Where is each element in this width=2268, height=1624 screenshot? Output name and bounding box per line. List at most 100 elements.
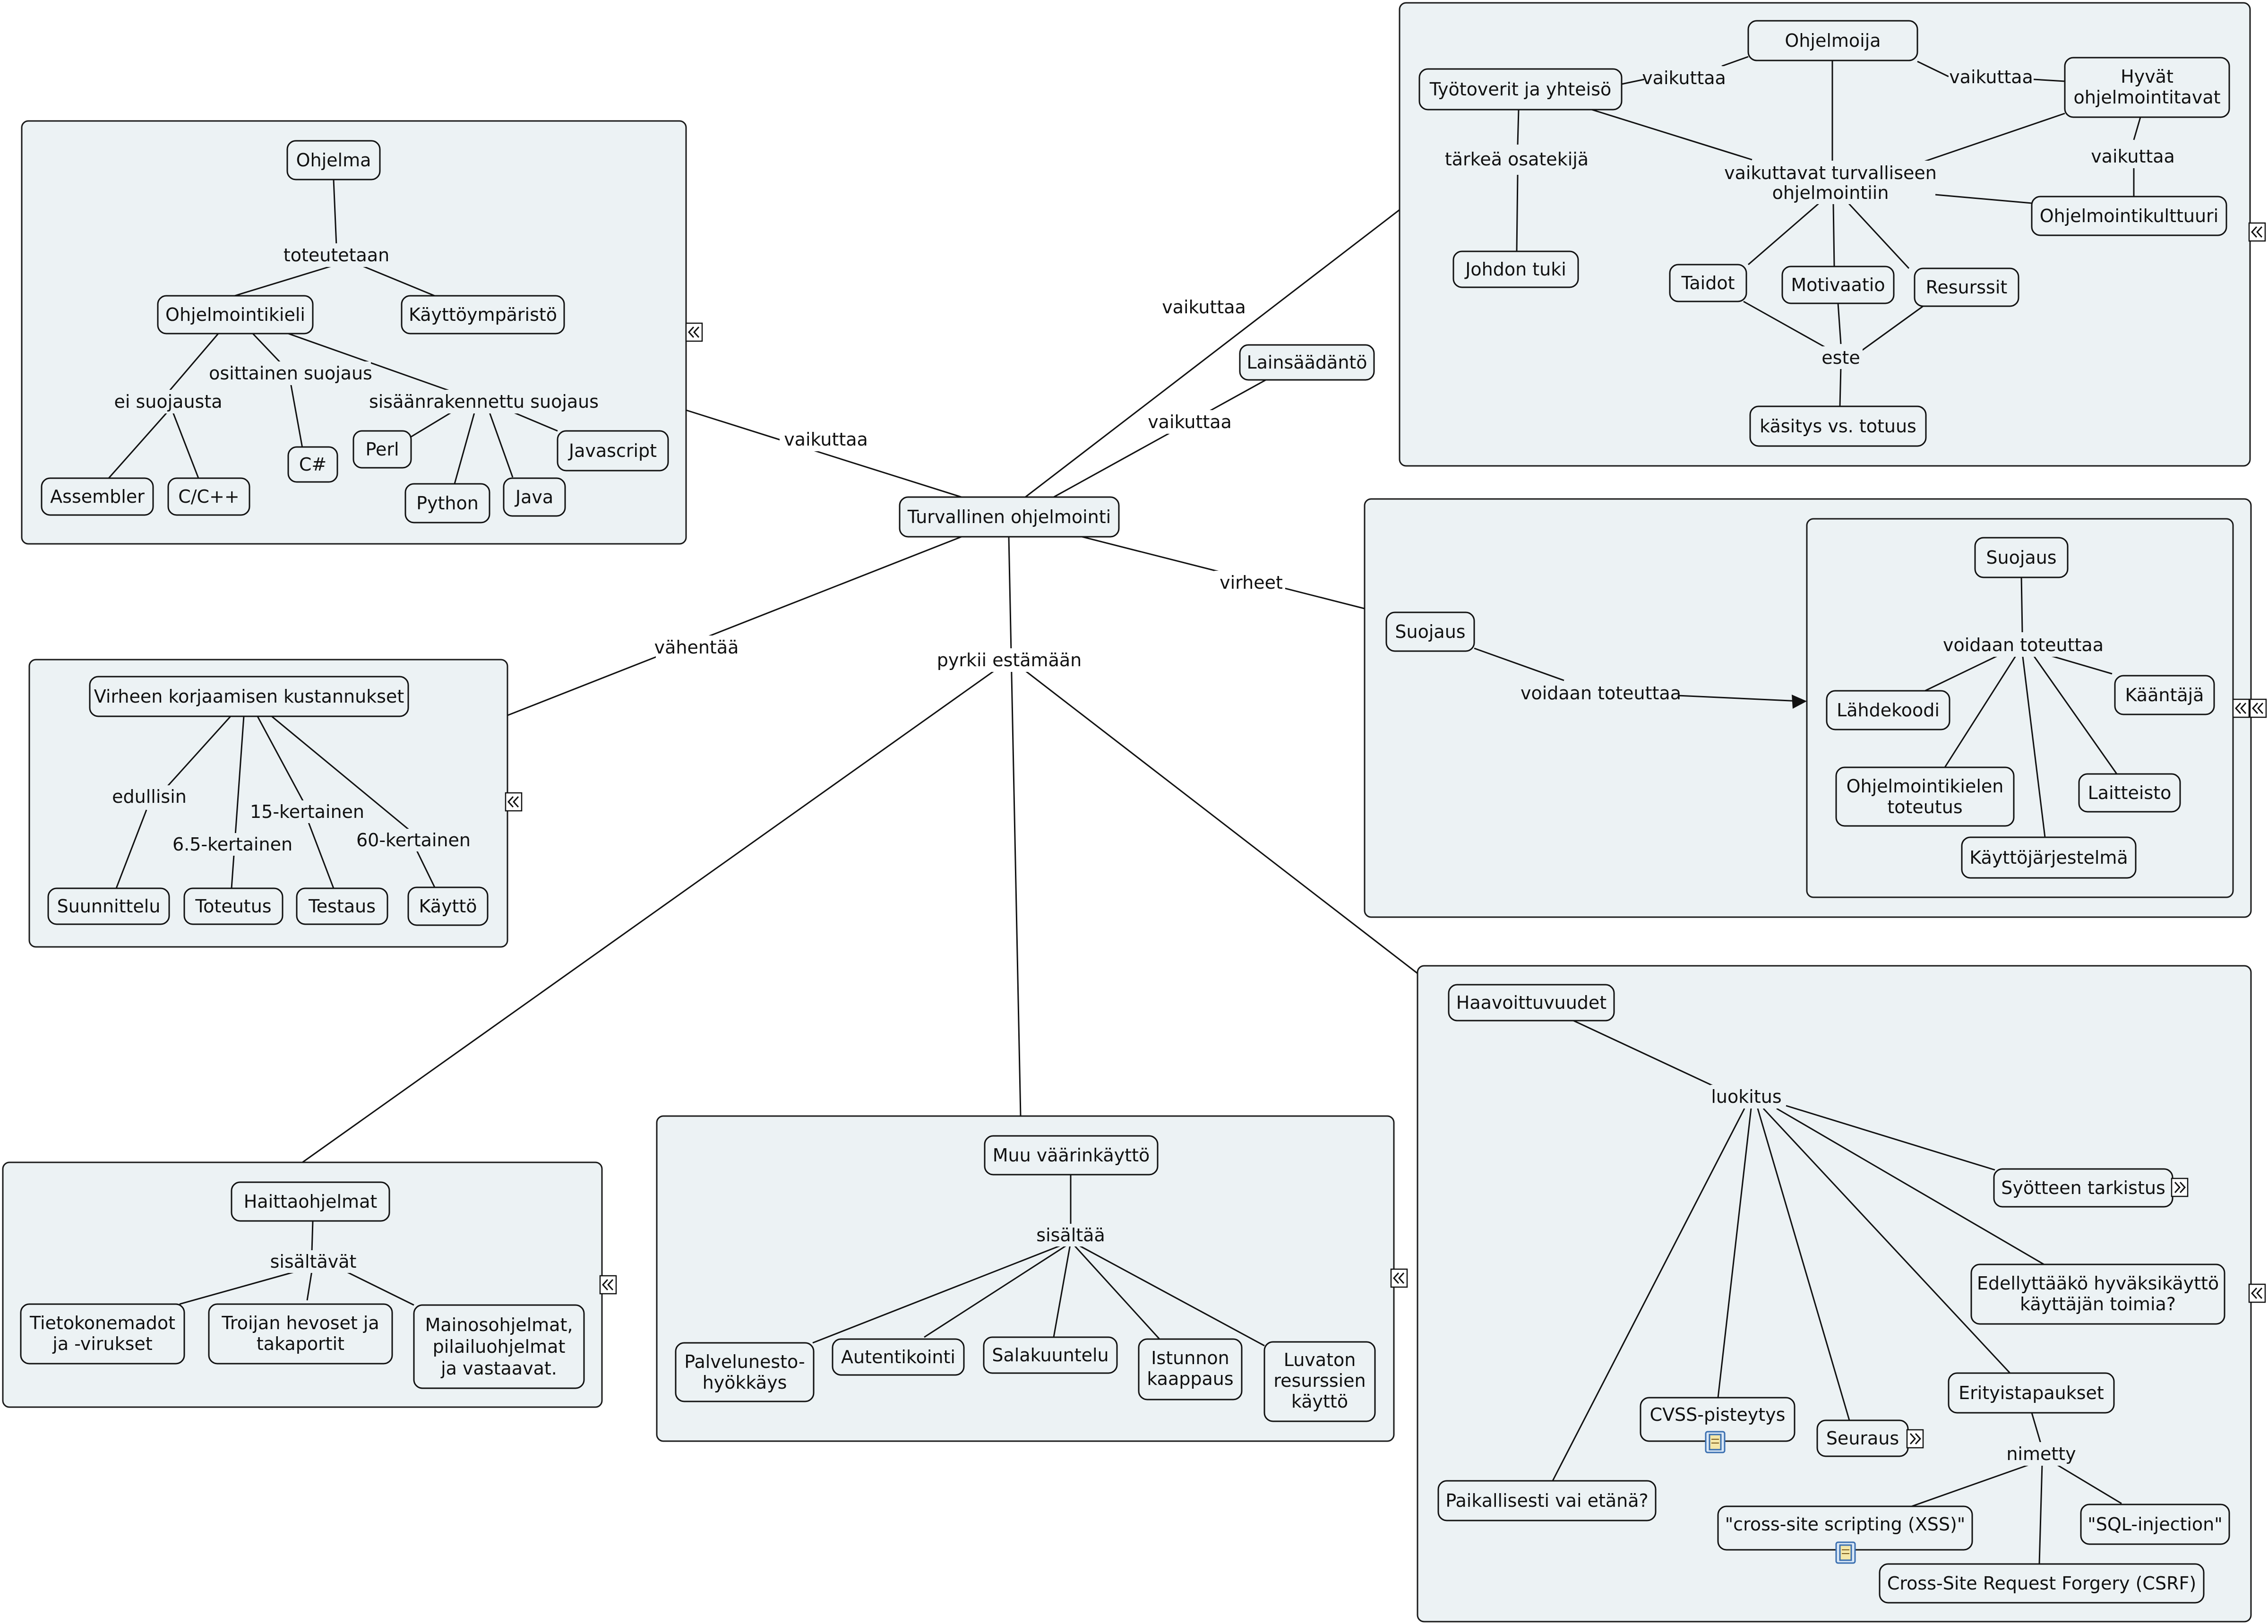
svg-text:vaikuttaa: vaikuttaa [2091, 146, 2175, 167]
concept-autentikointi[interactable]: Autentikointi [832, 1338, 965, 1376]
concept-ohjelmoija[interactable]: Ohjelmoija [1747, 20, 1918, 61]
xss-document-icon[interactable] [1835, 1541, 1856, 1564]
concept-assembler[interactable]: Assembler [41, 477, 154, 516]
svg-text:este: este [1821, 347, 1860, 368]
link-vaikuttaa-tt: vaikuttaa [1642, 66, 1726, 90]
concept-python[interactable]: Python [404, 483, 490, 524]
concept-erityistapaukset[interactable]: Erityistapaukset [1948, 1372, 2115, 1414]
concept-muu-vaarinkaytto[interactable]: Muu väärinkäyttö [984, 1135, 1159, 1176]
svg-text:pyrkii estämään: pyrkii estämään [937, 650, 1082, 670]
collapse-vaarinkaytto-icon[interactable] [1390, 1268, 1408, 1288]
concept-seuraus[interactable]: Seuraus [1816, 1419, 1909, 1457]
concept-troijan-hevoset[interactable]: Troijan hevoset ja takaportit [208, 1303, 393, 1365]
concept-xss[interactable]: "cross-site scripting (XSS)" [1717, 1505, 1973, 1551]
concept-virheen-korjaamisen-kustannukset[interactable]: Virheen korjaamisen kustannukset [89, 676, 409, 717]
svg-text:käsitys vs. totuus: käsitys vs. totuus [1760, 416, 1916, 437]
concept-ohjelmointikieli[interactable]: Ohjelmointikieli [157, 295, 314, 335]
link-sisaanrakennettu: sisäänrakennettu suojaus [369, 390, 599, 413]
svg-text:Taidot: Taidot [1681, 273, 1735, 293]
svg-text:C/C++: C/C++ [178, 486, 240, 507]
collapse-haavoittuvuudet-icon[interactable] [2248, 1283, 2266, 1303]
concept-edellyttaako-hyvaksikaytto[interactable]: Edellyttääkö hyväksikäyttö käyttäjän toi… [1970, 1263, 2225, 1325]
svg-text:Edellyttääkö hyväksikäyttö: Edellyttääkö hyväksikäyttö [1977, 1273, 2219, 1294]
cvss-document-icon[interactable] [1705, 1431, 1726, 1453]
link-osittainen: osittainen suojaus [209, 361, 372, 385]
svg-text:Ohjelmointikieli: Ohjelmointikieli [165, 304, 305, 325]
svg-text:Mainosohjelmat,: Mainosohjelmat, [425, 1315, 573, 1335]
concept-salakuuntelu[interactable]: Salakuuntelu [983, 1336, 1118, 1374]
concept-taidot[interactable]: Taidot [1669, 264, 1747, 302]
svg-text:vaikuttavat turvalliseen: vaikuttavat turvalliseen [1724, 163, 1937, 183]
concept-syotteen-tarkistus[interactable]: Syötteen tarkistus [1993, 1168, 2174, 1208]
concept-tyotoverit[interactable]: Työtoverit ja yhteisö [1418, 68, 1623, 111]
link-vaikuttavat: vaikuttavat turvalliseen ohjelmointiin [1724, 161, 1937, 204]
concept-suojaus[interactable]: Suojaus [1385, 611, 1475, 652]
concept-cvss-pisteytys[interactable]: CVSS-pisteytys [1640, 1397, 1796, 1442]
concept-kaantaja[interactable]: Kääntäjä [2114, 675, 2215, 715]
concept-kasitys[interactable]: käsitys vs. totuus [1749, 405, 1927, 447]
concept-sql-injection[interactable]: "SQL-injection" [2080, 1504, 2230, 1545]
concept-mainosohjelmat[interactable]: Mainosohjelmat, pilailuohjelmat ja vasta… [413, 1304, 585, 1389]
concept-kayttojarjestelma[interactable]: Käyttöjärjestelmä [1961, 836, 2137, 879]
concept-ccpp[interactable]: C/C++ [167, 477, 250, 516]
collapse-suojaus-icon[interactable] [2249, 698, 2267, 718]
concept-suunnittelu[interactable]: Suunnittelu [47, 887, 170, 925]
svg-text:Seuraus: Seuraus [1826, 1428, 1899, 1449]
concept-csrf[interactable]: Cross-Site Request Forgery (CSRF) [1879, 1563, 2205, 1604]
concept-ohjelmointikulttuuri[interactable]: Ohjelmointikulttuuri [2031, 196, 2227, 236]
concept-palvelunestohyokkays[interactable]: Palvelunesto- hyökkäys [675, 1342, 815, 1402]
concept-haittaohjelmat[interactable]: Haittaohjelmat [231, 1181, 390, 1222]
svg-text:pilailuohjelmat: pilailuohjelmat [433, 1336, 566, 1357]
concept-motivaatio[interactable]: Motivaatio [1781, 266, 1895, 304]
concept-lahdekoodi[interactable]: Lähdekoodi [1826, 690, 1950, 730]
svg-text:Lähdekoodi: Lähdekoodi [1837, 700, 1940, 721]
collapse-ohjelma-icon[interactable] [685, 322, 703, 342]
svg-text:Istunnon: Istunnon [1151, 1348, 1229, 1368]
concept-ohjelmointikielen-toteutus[interactable]: Ohjelmointikielen toteutus [1835, 766, 2015, 827]
concept-turvallinen-ohjelmointi[interactable]: Turvallinen ohjelmointi [899, 496, 1120, 538]
concept-resurssit[interactable]: Resurssit [1914, 267, 2019, 307]
expand-syotteen-tarkistus-icon[interactable] [2171, 1177, 2189, 1197]
collapse-ohjelmoija-icon[interactable] [2248, 222, 2266, 242]
concept-ohjelma[interactable]: Ohjelma [286, 140, 381, 180]
link-pyrkii: pyrkii estämään [937, 648, 1082, 672]
svg-text:vaikuttaa: vaikuttaa [1642, 68, 1726, 88]
svg-text:Lainsäädäntö: Lainsäädäntö [1246, 352, 1367, 373]
link-este: este [1819, 346, 1863, 369]
concept-kayttoymparisto[interactable]: Käyttöympäristö [401, 295, 565, 335]
concept-paikallisesti-vai-etana[interactable]: Paikallisesti vai etänä? [1437, 1480, 1657, 1521]
expand-seuraus-icon[interactable] [1906, 1429, 1924, 1449]
svg-text:Johdon tuki: Johdon tuki [1464, 259, 1566, 280]
svg-text:CVSS-pisteytys: CVSS-pisteytys [1650, 1404, 1786, 1425]
svg-text:vaikuttaa: vaikuttaa [1148, 412, 1232, 432]
collapse-suojaus-inner-icon[interactable] [2232, 698, 2250, 718]
concept-laitteisto[interactable]: Laitteisto [2078, 773, 2181, 813]
svg-text:toteutus: toteutus [1887, 797, 1962, 817]
concept-haavoittuvuudet[interactable]: Haavoittuvuudet [1448, 984, 1615, 1022]
concept-suojaus-inner[interactable]: Suojaus [1974, 537, 2069, 578]
concept-tietokonemadot[interactable]: Tietokonemadot ja -virukset [20, 1303, 185, 1365]
concept-testaus[interactable]: Testaus [296, 887, 388, 925]
svg-text:Motivaatio: Motivaatio [1791, 275, 1885, 295]
svg-text:vaikuttaa: vaikuttaa [784, 429, 868, 450]
collapse-haittaohjelmat-icon[interactable] [599, 1275, 617, 1295]
concept-istunnon-kaappaus[interactable]: Istunnon kaappaus [1138, 1338, 1243, 1401]
concept-lainsaadanto[interactable]: Lainsäädäntö [1239, 344, 1375, 381]
svg-text:Hyvät: Hyvät [2121, 66, 2174, 87]
svg-text:ohjelmointitavat: ohjelmointitavat [2073, 87, 2220, 108]
concept-javascript[interactable]: Javascript [557, 430, 669, 472]
collapse-kustannukset-icon[interactable] [505, 792, 523, 812]
concept-johdon-tuki[interactable]: Johdon tuki [1452, 250, 1579, 288]
concept-hyvat-ohjelmointitavat[interactable]: Hyvät ohjelmointitavat [2064, 57, 2230, 118]
svg-text:voidaan toteuttaa: voidaan toteuttaa [1521, 683, 1681, 704]
concept-toteutus[interactable]: Toteutus [183, 887, 284, 925]
svg-text:toteutetaan: toteutetaan [284, 245, 389, 266]
svg-text:60-kertainen: 60-kertainen [356, 830, 471, 851]
concept-csharp[interactable]: C# [287, 446, 338, 483]
concept-luvaton-resurssien-kaytto[interactable]: Luvaton resurssien käyttö [1263, 1341, 1376, 1422]
concept-java[interactable]: Java [503, 477, 566, 517]
concept-perl[interactable]: Perl [352, 430, 412, 469]
concept-kaytto[interactable]: Käyttö [407, 886, 489, 926]
svg-text:edullisin: edullisin [112, 786, 187, 807]
